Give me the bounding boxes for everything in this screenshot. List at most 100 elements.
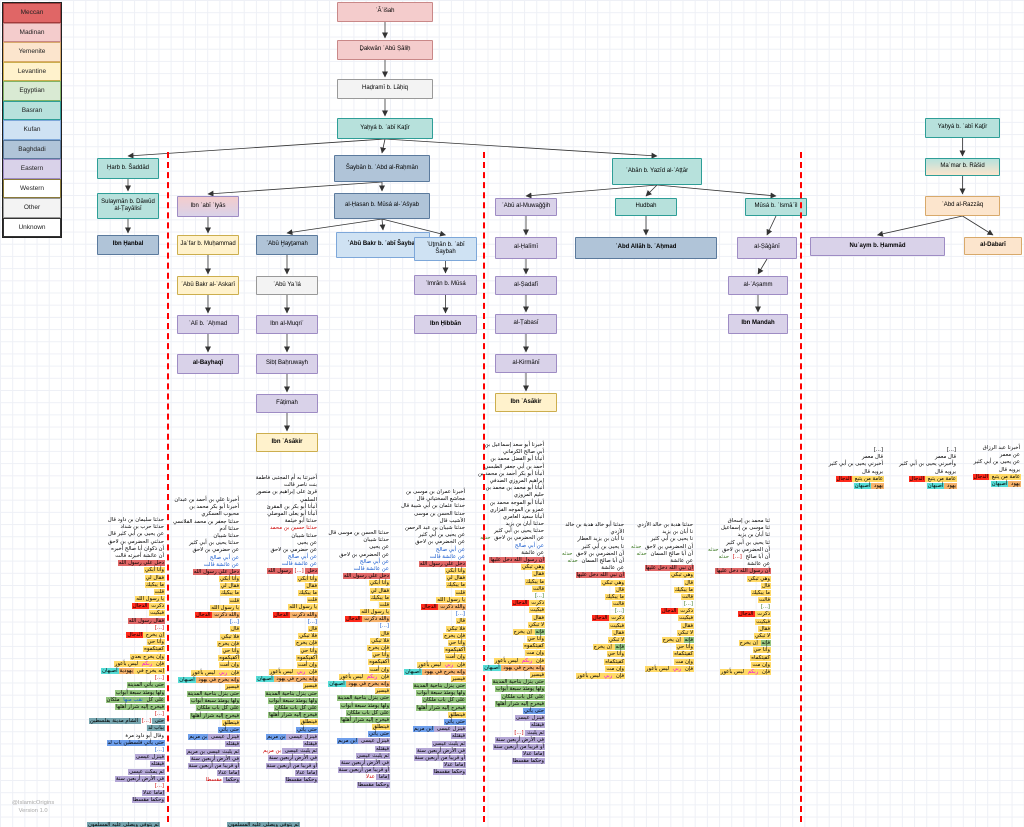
hadith-segment: والله ذكرت (211, 612, 240, 618)
hadith-segment: كفيتكماه (673, 651, 694, 658)
hadith-segment: محبوب العسكري (201, 511, 239, 518)
hadith-line: وحكما مقسطا (384, 769, 466, 776)
hadith-line: أن الحضرمي بن لاحق حدثه (612, 544, 694, 551)
hadith-segment: وأنا حي (606, 651, 625, 658)
legend-item-yemenite[interactable]: Yemenite (3, 42, 61, 62)
node-imran[interactable]: ʿImrān b. Mūsá (414, 275, 477, 295)
node-dakwan[interactable]: Ḏakwān ʾAbū Ṣāliḥ (337, 40, 433, 60)
hadith-segment: فيخرج إليه شرار أهلها (268, 712, 318, 719)
node-dabari[interactable]: al-Dabarī (964, 237, 1022, 255)
hadith-line: حدثنا أبو خيثمة (236, 518, 318, 525)
hadith-line: في الأرض أربعين سنة (308, 760, 390, 767)
node-halimi[interactable]: al-Ḥalīmī (495, 237, 557, 259)
hadith-segment: قلت (454, 589, 466, 596)
node-jafar[interactable]: Jaʿfar b. Muḥammad (177, 235, 239, 255)
node-ibnhibban[interactable]: Ibn Ḥibbān (414, 315, 477, 334)
hadith-segment: والله ذكرت (361, 616, 390, 623)
hadith-segment: وأنا أبكي (368, 580, 390, 587)
node-aishah[interactable]: ʿĀʾišah (337, 2, 433, 22)
hadith-segment: حدثنا يحيى بن أبي كثير (189, 540, 239, 547)
hadith-segment: فقال (305, 582, 318, 589)
hadith-segment: ولها يومئذ سبعة أبواب (267, 697, 318, 704)
node-sulayman[interactable]: Sulaymān b. Dāwūd al-Ṭayālisī (97, 193, 159, 219)
node-ibnabiiyas[interactable]: Ibn ʾabī ʾIyās (177, 196, 239, 217)
node-abukhaythama[interactable]: ʾAbū Ḫayṯamah (256, 235, 318, 255)
hadith-line: عن حضرمي بن لاحق (236, 547, 318, 554)
node-asamm[interactable]: al-ʾAṣamm (728, 276, 788, 295)
node-ibnasakir1[interactable]: Ibn ʿAsākir (256, 433, 318, 452)
node-sibt[interactable]: Sibṭ Baḥruwayh (256, 354, 318, 374)
hadith-segment: فإن يخرج (443, 632, 466, 639)
hadith-segment: يا رسول الله (436, 596, 466, 603)
node-uthman[interactable]: ʿUṯmān b. ʾabī Šaybah (414, 237, 477, 261)
hadith-segment: ليس بأعور (190, 669, 218, 676)
node-aban[interactable]: ʾAbān b. Yazīd al-ʿAṭṭār (612, 158, 702, 185)
hadith-segment: أو قريبا من أربعين سنة (492, 743, 545, 750)
hadith-segment: نا أبان بن يزيد العطار (577, 536, 624, 543)
hadith-segment: إن يخرج (738, 640, 761, 647)
hadith-segment: ولها يومئذ سبعة أبواب (114, 689, 165, 696)
hadith-line: في الأرض أربعين سنة (83, 775, 165, 783)
hadith-segment: فإن (378, 673, 390, 680)
hadith-line: يا رسول الله (384, 596, 466, 604)
legend-item-levantine[interactable]: Levantine (3, 61, 61, 81)
legend-item-baghdadi[interactable]: Baghdadi (3, 139, 61, 159)
node-hadrami[interactable]: Haḍramī b. Lāḥiq (337, 79, 433, 99)
legend-item-basran[interactable]: Basran (3, 100, 61, 120)
node-harb[interactable]: Ḥarb b. Šaddād (97, 158, 159, 179)
legend-item-kufan[interactable]: Kufan (3, 120, 61, 140)
legend-item-unknown[interactable]: Unknown (3, 217, 61, 237)
hadith-line: عن الحضرمي بن لاحق (308, 552, 390, 559)
node-askari[interactable]: ʾAbū Bakr al-ʿAskarī (177, 276, 239, 295)
node-ibnhanbal[interactable]: Ibn Ḥanbal (97, 235, 159, 255)
hadith-segment: فينزل عيسى (134, 754, 165, 761)
node-nuaym[interactable]: Nuʿaym b. Ḥammād (810, 237, 945, 256)
hadith-line: أو قريبا من أربعين سنة (308, 767, 390, 774)
node-bayhaqi[interactable]: al-Bayhaqī (177, 354, 239, 374)
legend-item-western[interactable]: Western (3, 178, 61, 198)
legend-item-meccan[interactable]: Meccan (3, 3, 61, 23)
hadith-segment: حدثنا الحسن بن موسى قال (328, 530, 389, 536)
node-abumuwajjih[interactable]: ʾAbū al-Muwaǧǧih (495, 198, 557, 216)
node-yahya1[interactable]: Yaḥyá b. ʾabī Kaṯīr (337, 118, 433, 139)
node-ibnmandah[interactable]: Ibn Mandah (728, 314, 788, 334)
hadith-segment: فينطلق (221, 719, 240, 726)
hadith-line: عن يحيى (236, 540, 318, 547)
node-saghani[interactable]: al-Ṣāġānī (737, 237, 797, 259)
hadith-segment: ليس بأعور (493, 657, 521, 664)
hadith-line: إماما عدلا (158, 770, 240, 777)
hadith-segment: أكفيكموه (296, 654, 318, 661)
node-tabasi[interactable]: al-Ṭabasī (495, 314, 557, 334)
node-kirmani[interactable]: al-Kirmānī (495, 354, 557, 373)
watermark-version: Version 1.0 (18, 808, 48, 814)
node-fatimah[interactable]: Fāṭimah (256, 394, 318, 413)
legend-item-madinan[interactable]: Madinan (3, 22, 61, 42)
hadith-segment: ولها يومئذ سبعة أبواب (494, 686, 545, 693)
legend-item-other[interactable]: Other (3, 198, 61, 218)
hadith-line: فإن يخرج (158, 640, 240, 648)
hadith-segment: وأنا حي (371, 652, 390, 659)
node-sadafi[interactable]: al-Ṣadafī (495, 276, 557, 295)
hadith-segment: حدثنا شيبان (363, 537, 389, 544)
node-abdallah[interactable]: ʿAbd Allāh b. ʾAḥmad (575, 237, 717, 259)
node-shayban[interactable]: Šaybān b. ʿAbd al-Raḥmān (334, 155, 430, 182)
hadith-line: ثم يلبث [...] (463, 729, 545, 737)
node-hasan[interactable]: al-Ḥasan b. Mūsá al-ʾAšyab (334, 193, 430, 219)
node-musa[interactable]: Mūsá b. ʾIsmāʿīl (745, 198, 807, 216)
node-abdalrazzaq[interactable]: ʿAbd al-Razzāq (925, 196, 1000, 216)
node-hudbah[interactable]: Hudbah (615, 198, 677, 216)
node-abuyala[interactable]: ʾAbū Yaʿlá (256, 276, 318, 295)
node-alib[interactable]: ʿAlī b. ʾAḥmad (177, 315, 239, 334)
hadith-segment: بن مريم (266, 733, 287, 740)
legend-item-egyptian[interactable]: Egyptian (3, 81, 61, 101)
hadith-line: الأشيب قال (384, 518, 466, 525)
hadith-segment: [...] (154, 782, 164, 789)
hadith-line: [...] (802, 447, 884, 454)
hadith-segment: أخبرتنا به أم المجتبى فاطمة (255, 475, 317, 481)
legend-item-eastern[interactable]: Eastern (3, 159, 61, 179)
node-mamar[interactable]: Maʿmar b. Rāšid (925, 158, 1000, 176)
node-ibnasakir2[interactable]: Ibn ʿAsākir (495, 393, 557, 412)
node-ibnmuqri[interactable]: Ibn al-Muqriʾ (256, 315, 318, 334)
hadith-segment: [...] (154, 711, 164, 718)
node-yahya2[interactable]: Yaḥyá b. ʾabī Kaṯīr (925, 118, 1000, 138)
